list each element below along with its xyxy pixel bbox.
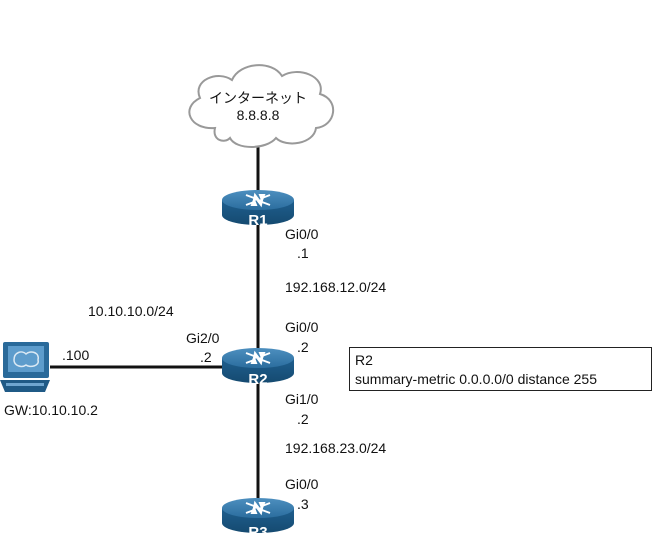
r1-interface-label: Gi0/0: [285, 226, 319, 242]
router-r3-icon: [222, 498, 294, 533]
network-pc-r2-label: 10.10.10.0/24: [88, 303, 174, 319]
network-r2-r3-label: 192.168.23.0/24: [285, 440, 387, 456]
pc-host-label: .100: [62, 347, 90, 363]
r2-gi10-interface-label: Gi1/0: [285, 391, 319, 407]
r3-interface-label: Gi0/0: [285, 476, 319, 492]
router-r2-label: R2: [248, 371, 267, 388]
r2-gi20-host-label: .2: [200, 349, 212, 365]
r3-host-label: .3: [297, 496, 309, 512]
r2-gi00-host-label: .2: [297, 339, 309, 355]
note-config-line: summary-metric 0.0.0.0/0 distance 255: [355, 371, 597, 387]
router-r1-icon: [222, 190, 294, 225]
pc-icon: [0, 342, 50, 392]
r2-gi00-interface-label: Gi0/0: [285, 319, 319, 335]
pc-gateway-label: GW:10.10.10.2: [4, 402, 98, 418]
r2-config-note: R2 summary-metric 0.0.0.0/0 distance 255: [349, 347, 652, 391]
internet-cloud-icon: [188, 64, 335, 148]
r2-gi10-host-label: .2: [297, 411, 309, 427]
router-r1-label: R1: [248, 212, 267, 229]
r2-gi20-interface-label: Gi2/0: [186, 330, 220, 346]
router-r2-icon: [222, 348, 294, 383]
network-r1-r2-label: 192.168.12.0/24: [285, 279, 387, 295]
note-title: R2: [355, 352, 373, 368]
r1-host-label: .1: [297, 245, 309, 261]
cloud-address: 8.8.8.8: [236, 107, 280, 123]
cloud-title: インターネット: [209, 90, 307, 106]
router-r3-label: R3: [248, 524, 267, 541]
